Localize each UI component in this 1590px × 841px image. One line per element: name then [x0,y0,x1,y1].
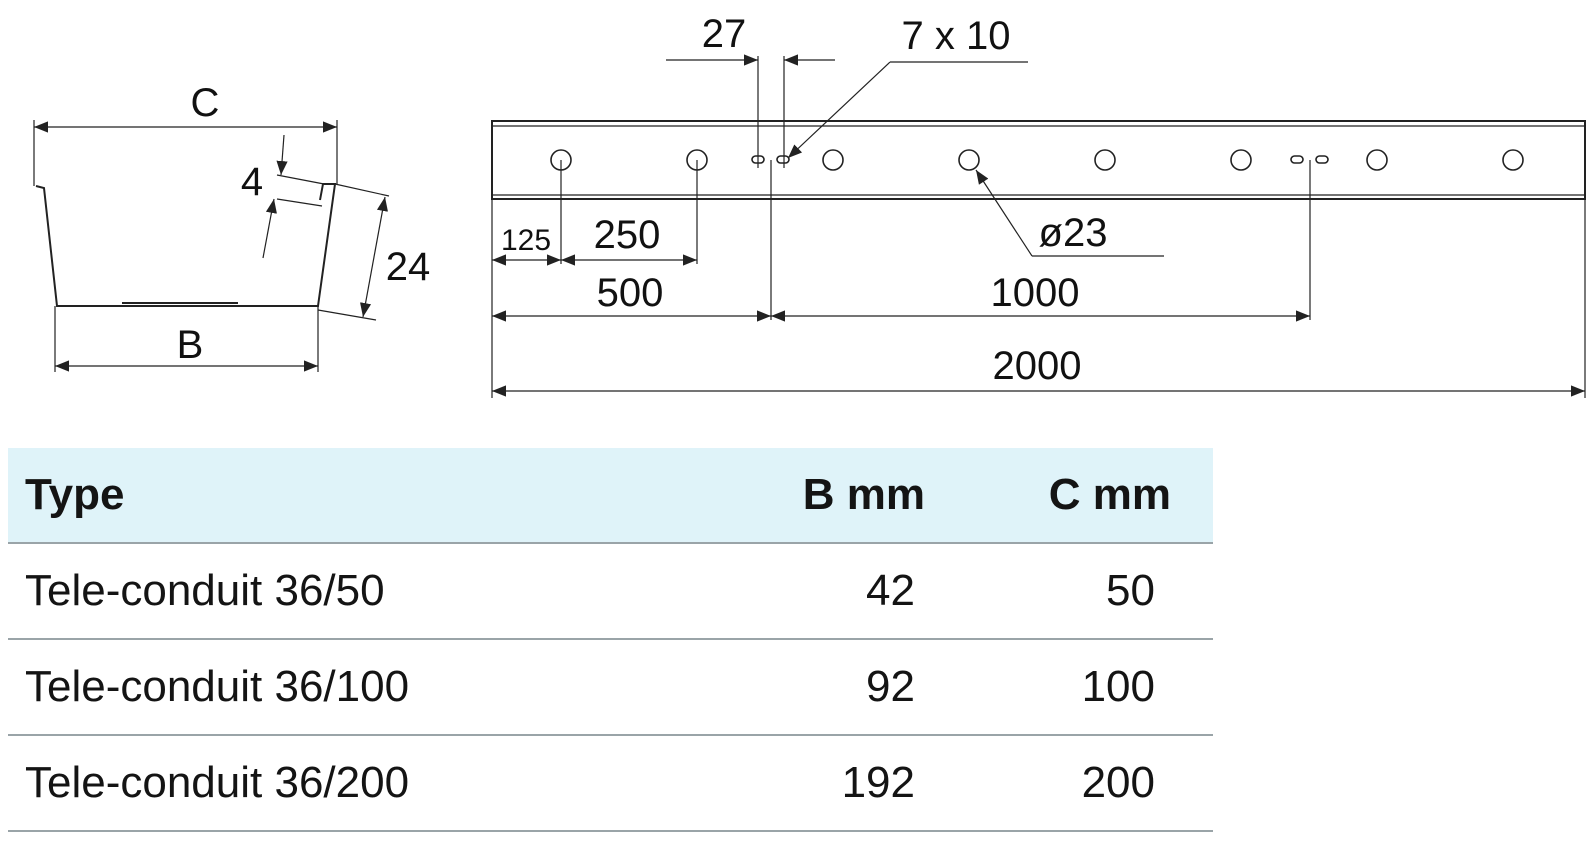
extension-line [334,183,390,197]
label-hole-diameter: ø23 [1039,211,1108,255]
header-type: Type [8,448,675,544]
profile-cross-section: C B 4 24 [33,81,431,372]
profile-outline [35,183,337,307]
hole [822,149,844,171]
hole [1230,149,1252,171]
cell-b: 92 [675,639,925,736]
rail-side-view: 27 7 x 10 ø23 125 250 500 1000 2000 [491,12,1586,398]
hole [1366,149,1388,171]
table-row: Tele-conduit 36/100 92 100 [8,639,1213,736]
cell-c: 100 [925,639,1213,736]
label-offset-first: 125 [501,224,551,257]
cell-type: Tele-conduit 36/200 [8,735,675,832]
slot [776,155,790,164]
header-b-mm: B mm [675,448,925,544]
label-hole-pitch: 250 [594,213,661,257]
table-row: Tele-conduit 36/200 192 200 [8,735,1213,832]
label-to-first-slot: 500 [597,271,664,315]
hole [958,149,980,171]
spec-table: Type B mm C mm Tele-conduit 36/50 42 50 … [8,448,1213,832]
cell-type: Tele-conduit 36/100 [8,639,675,736]
cell-b: 42 [675,543,925,640]
technical-drawing: C B 4 24 [33,12,1586,398]
label-b: B [177,323,204,367]
label-c: C [191,81,220,125]
label-lip-4: 4 [241,160,263,204]
cell-c: 50 [925,543,1213,640]
extension-line [276,174,325,185]
label-length: 2000 [993,344,1082,388]
leader-arrow [975,169,1033,257]
rail-body [491,120,1586,200]
dimension-line-height [360,196,388,318]
leader-arrow [787,61,891,159]
label-slot-spacing: 1000 [991,271,1080,315]
label-slot-pitch: 27 [702,12,747,56]
cell-b: 192 [675,735,925,832]
table-header-row: Type B mm C mm [8,448,1213,544]
cell-type: Tele-conduit 36/50 [8,543,675,640]
cell-c: 200 [925,735,1213,832]
slot [1290,155,1304,164]
table-row: Tele-conduit 36/50 42 50 [8,543,1213,640]
extension-line [276,198,323,207]
header-c-mm: C mm [925,448,1213,544]
dimension-arrow-lip-bottom [262,198,277,259]
label-slot-size: 7 x 10 [902,14,1011,58]
hole [1094,149,1116,171]
label-height-24: 24 [386,245,431,289]
slot [1315,155,1329,164]
extension-line [317,309,377,321]
hole [1502,149,1524,171]
dimension-arrow-lip-top [276,134,288,176]
